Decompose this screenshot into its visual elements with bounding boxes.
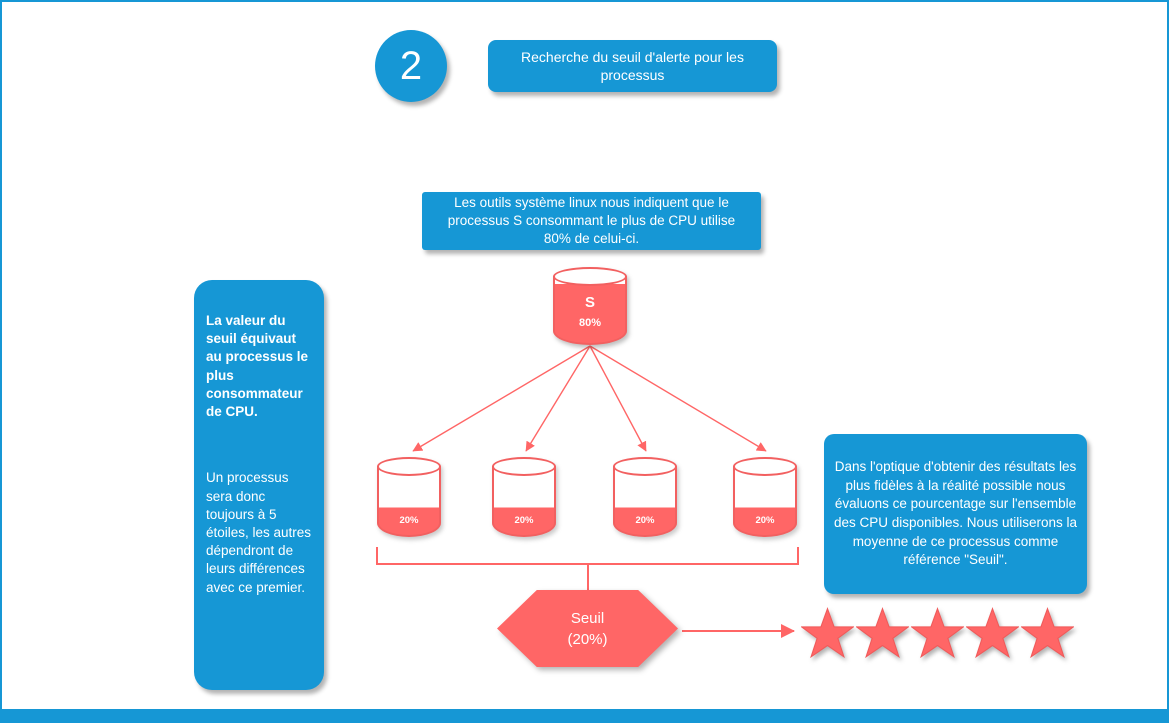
- sub-cylinder-body: [492, 466, 556, 537]
- step-number-badge: 2: [375, 30, 447, 102]
- step-number: 2: [399, 43, 423, 88]
- sub-cylinder-top: [492, 457, 556, 476]
- star-icon: [801, 607, 854, 659]
- left-note-panel: La valeur du seuil équivaut au processus…: [194, 280, 324, 690]
- main-cylinder-body: [553, 276, 627, 345]
- sub-cylinder-1: 20%: [377, 457, 441, 537]
- bracket-line: [376, 547, 799, 565]
- right-note-panel: Dans l'optique d'obtenir des résultats l…: [824, 434, 1087, 594]
- star-icon: [911, 607, 964, 659]
- star-icon: [856, 607, 909, 659]
- arrow-s-to-cpu4: [589, 345, 767, 452]
- page-title: Recherche du seuil d'alerte pour les pro…: [521, 48, 744, 83]
- sub-cylinder-top: [733, 457, 797, 476]
- hexagon-value: (20%): [567, 630, 608, 648]
- left-note-body-text: Un processus sera donc toujours à 5 étoi…: [206, 470, 312, 595]
- sub-cylinder-value: 20%: [399, 515, 419, 526]
- main-cylinder-value: 80%: [578, 317, 602, 329]
- right-note-text: Dans l'optique d'obtenir des résultats l…: [833, 459, 1078, 568]
- arrow-s-to-cpu3: [589, 345, 647, 452]
- sub-cylinder-3: 20%: [613, 457, 677, 537]
- info-top-text: Les outils système linux nous indiquent …: [447, 194, 736, 247]
- hexagon-label: Seuil: [570, 609, 605, 627]
- hexagon-seuil: Seuil (20%): [497, 590, 678, 667]
- main-cylinder-top: [553, 267, 627, 286]
- sub-cylinder-top: [377, 457, 441, 476]
- main-cylinder-label: S: [584, 294, 595, 311]
- left-note-bold-text: La valeur du seuil équivaut au processus…: [206, 313, 309, 420]
- sub-cylinder-2: 20%: [492, 457, 556, 537]
- info-box-top: Les outils système linux nous indiquent …: [422, 192, 761, 250]
- title-box: Recherche du seuil d'alerte pour les pro…: [488, 40, 777, 92]
- star-icon: [966, 607, 1019, 659]
- sub-cylinder-value: 20%: [755, 515, 775, 526]
- sub-cylinder-4: 20%: [733, 457, 797, 537]
- arrow-s-to-cpu2: [525, 345, 591, 452]
- sub-cylinder-value: 20%: [635, 515, 655, 526]
- sub-cylinder-value: 20%: [514, 515, 534, 526]
- sub-cylinder-body: [733, 466, 797, 537]
- sub-cylinder-body: [377, 466, 441, 537]
- hexagon-wrap: Seuil (20%): [497, 590, 678, 667]
- sub-cylinder-body: [613, 466, 677, 537]
- star-icon: [1021, 607, 1074, 659]
- footer-bar: [2, 709, 1167, 721]
- star-rating: [801, 600, 1074, 666]
- main-cylinder-s: S 80%: [553, 267, 627, 345]
- sub-cylinder-top: [613, 457, 677, 476]
- arrow-s-to-cpu1: [412, 345, 591, 452]
